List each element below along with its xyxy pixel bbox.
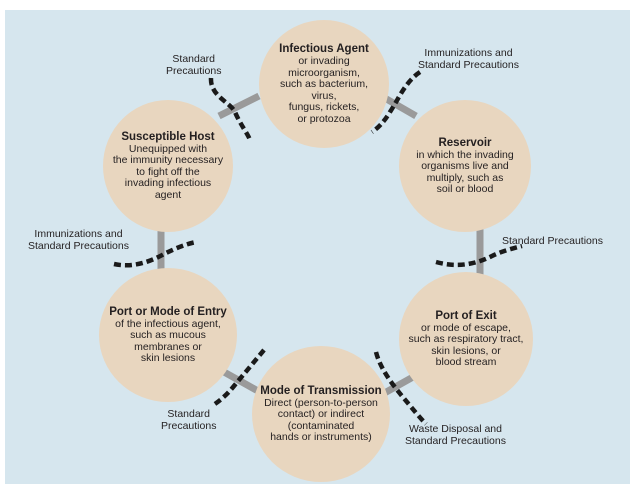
node-title: Port of Exit xyxy=(435,309,497,322)
node-port-of-exit: Port of Exit or mode of escape, such as … xyxy=(399,272,533,406)
node-reservoir: Reservoir in which the invading organism… xyxy=(399,100,531,232)
barrier-label-bottom-left: Standard Precautions xyxy=(161,408,217,432)
barrier-top-left xyxy=(208,77,253,141)
node-mode-of-transmission: Mode of Transmission Direct (person-to-p… xyxy=(252,346,390,482)
connector-host-agent xyxy=(217,92,261,120)
node-title: Infectious Agent xyxy=(279,43,369,55)
node-title: Mode of Transmission xyxy=(260,384,382,397)
connector-agent-reservoir xyxy=(381,93,418,120)
barrier-bottom-right xyxy=(373,351,428,426)
node-description: Direct (person-to-person contact) or ind… xyxy=(264,396,378,443)
node-description: or mode of escape, such as respiratory t… xyxy=(408,321,524,368)
connector-transmission-entry xyxy=(222,368,260,395)
barrier-label-left: Immunizations and Standard Precautions xyxy=(28,228,129,252)
node-port-of-entry: Port or Mode of Entry of the infectious … xyxy=(99,268,237,402)
node-title: Reservoir xyxy=(438,136,492,149)
barrier-top-right xyxy=(370,70,422,134)
node-title: Port or Mode of Entry xyxy=(109,305,227,318)
node-description: in which the invading organisms live and… xyxy=(416,148,514,195)
barrier-bottom-left xyxy=(210,348,266,408)
node-title: Susceptible Host xyxy=(121,130,215,143)
barrier-label-top-right: Immunizations and Standard Precautions xyxy=(418,47,519,71)
barrier-label-right: Standard Precautions xyxy=(502,235,603,247)
node-description: Unequipped with the immunity necessary t… xyxy=(112,142,224,201)
barrier-right xyxy=(435,243,523,268)
node-description: of the infectious agent, such as mucous … xyxy=(115,317,221,364)
node-description: or invading microorganism, such as bacte… xyxy=(279,55,369,125)
barrier-label-bottom-right: Waste Disposal and Standard Precautions xyxy=(405,423,506,447)
barrier-left xyxy=(113,239,197,268)
node-susceptible-host: Susceptible Host Unequipped with the imm… xyxy=(103,100,233,232)
node-infectious-agent: Infectious Agent or invading microorgani… xyxy=(259,20,389,148)
barrier-label-top-left: Standard Precautions xyxy=(166,53,222,77)
